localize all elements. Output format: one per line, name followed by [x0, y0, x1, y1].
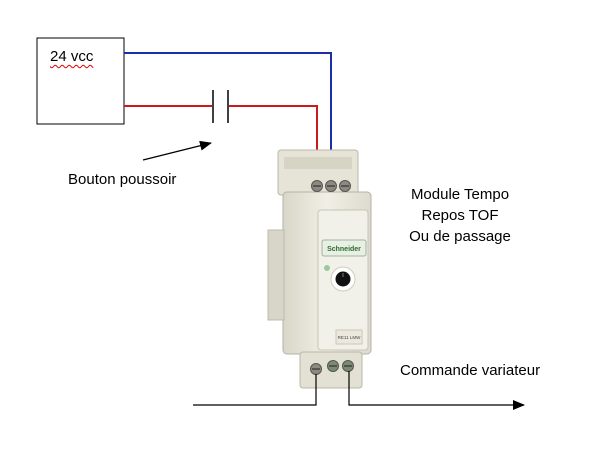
- time-setting-knob: [330, 266, 356, 292]
- module-description-line-2: Repos TOF: [421, 207, 499, 224]
- negative-wire: [124, 52, 332, 183]
- output-command-label: Commande variateur: [400, 362, 541, 379]
- brand-text: Schneider: [327, 246, 361, 253]
- brand-badge: [321, 239, 367, 257]
- power-supply-box: [36, 37, 125, 125]
- status-led: [324, 265, 330, 271]
- model-text: RE11 LMW: [338, 335, 361, 340]
- push-button-label: Bouton poussoir: [68, 171, 177, 188]
- power-supply-label: 24 vcc: [50, 48, 94, 65]
- module-description-line-1: Module Tempo: [410, 186, 510, 203]
- output-signal-wire: [348, 371, 525, 410]
- module-description-line-3: Ou de passage: [409, 228, 511, 245]
- bottom-terminal-screws: [310, 360, 354, 375]
- module-description: Module Tempo Repos TOF Ou de passage: [395, 185, 525, 248]
- push-button-pointer-arrow: [142, 140, 212, 161]
- top-terminal-screws: [311, 180, 351, 192]
- timer-module: [267, 149, 372, 389]
- input-signal-wire: [193, 374, 317, 406]
- model-label: [335, 329, 363, 345]
